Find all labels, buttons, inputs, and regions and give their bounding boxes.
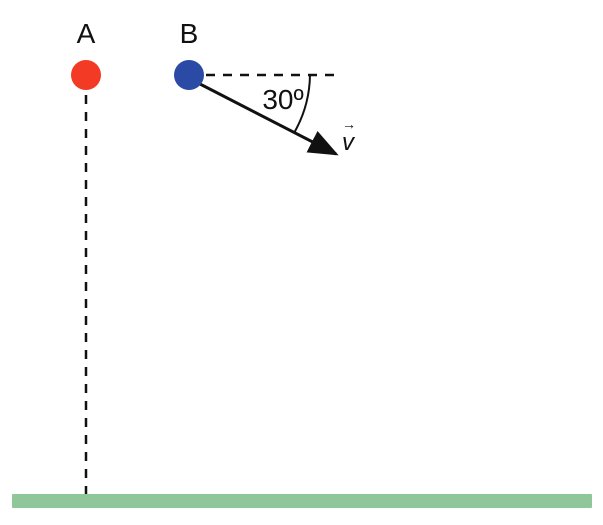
angle-label: 30º <box>262 84 303 115</box>
angle-arc <box>293 74 311 134</box>
point-a <box>71 60 101 90</box>
velocity-arrow-mark: → <box>342 116 356 132</box>
velocity-label: v <box>342 129 356 156</box>
point-b <box>174 60 204 90</box>
ground <box>12 494 592 508</box>
point-a-label: A <box>77 18 96 49</box>
point-b-label: B <box>180 18 199 49</box>
velocity-arrow <box>199 82 339 156</box>
